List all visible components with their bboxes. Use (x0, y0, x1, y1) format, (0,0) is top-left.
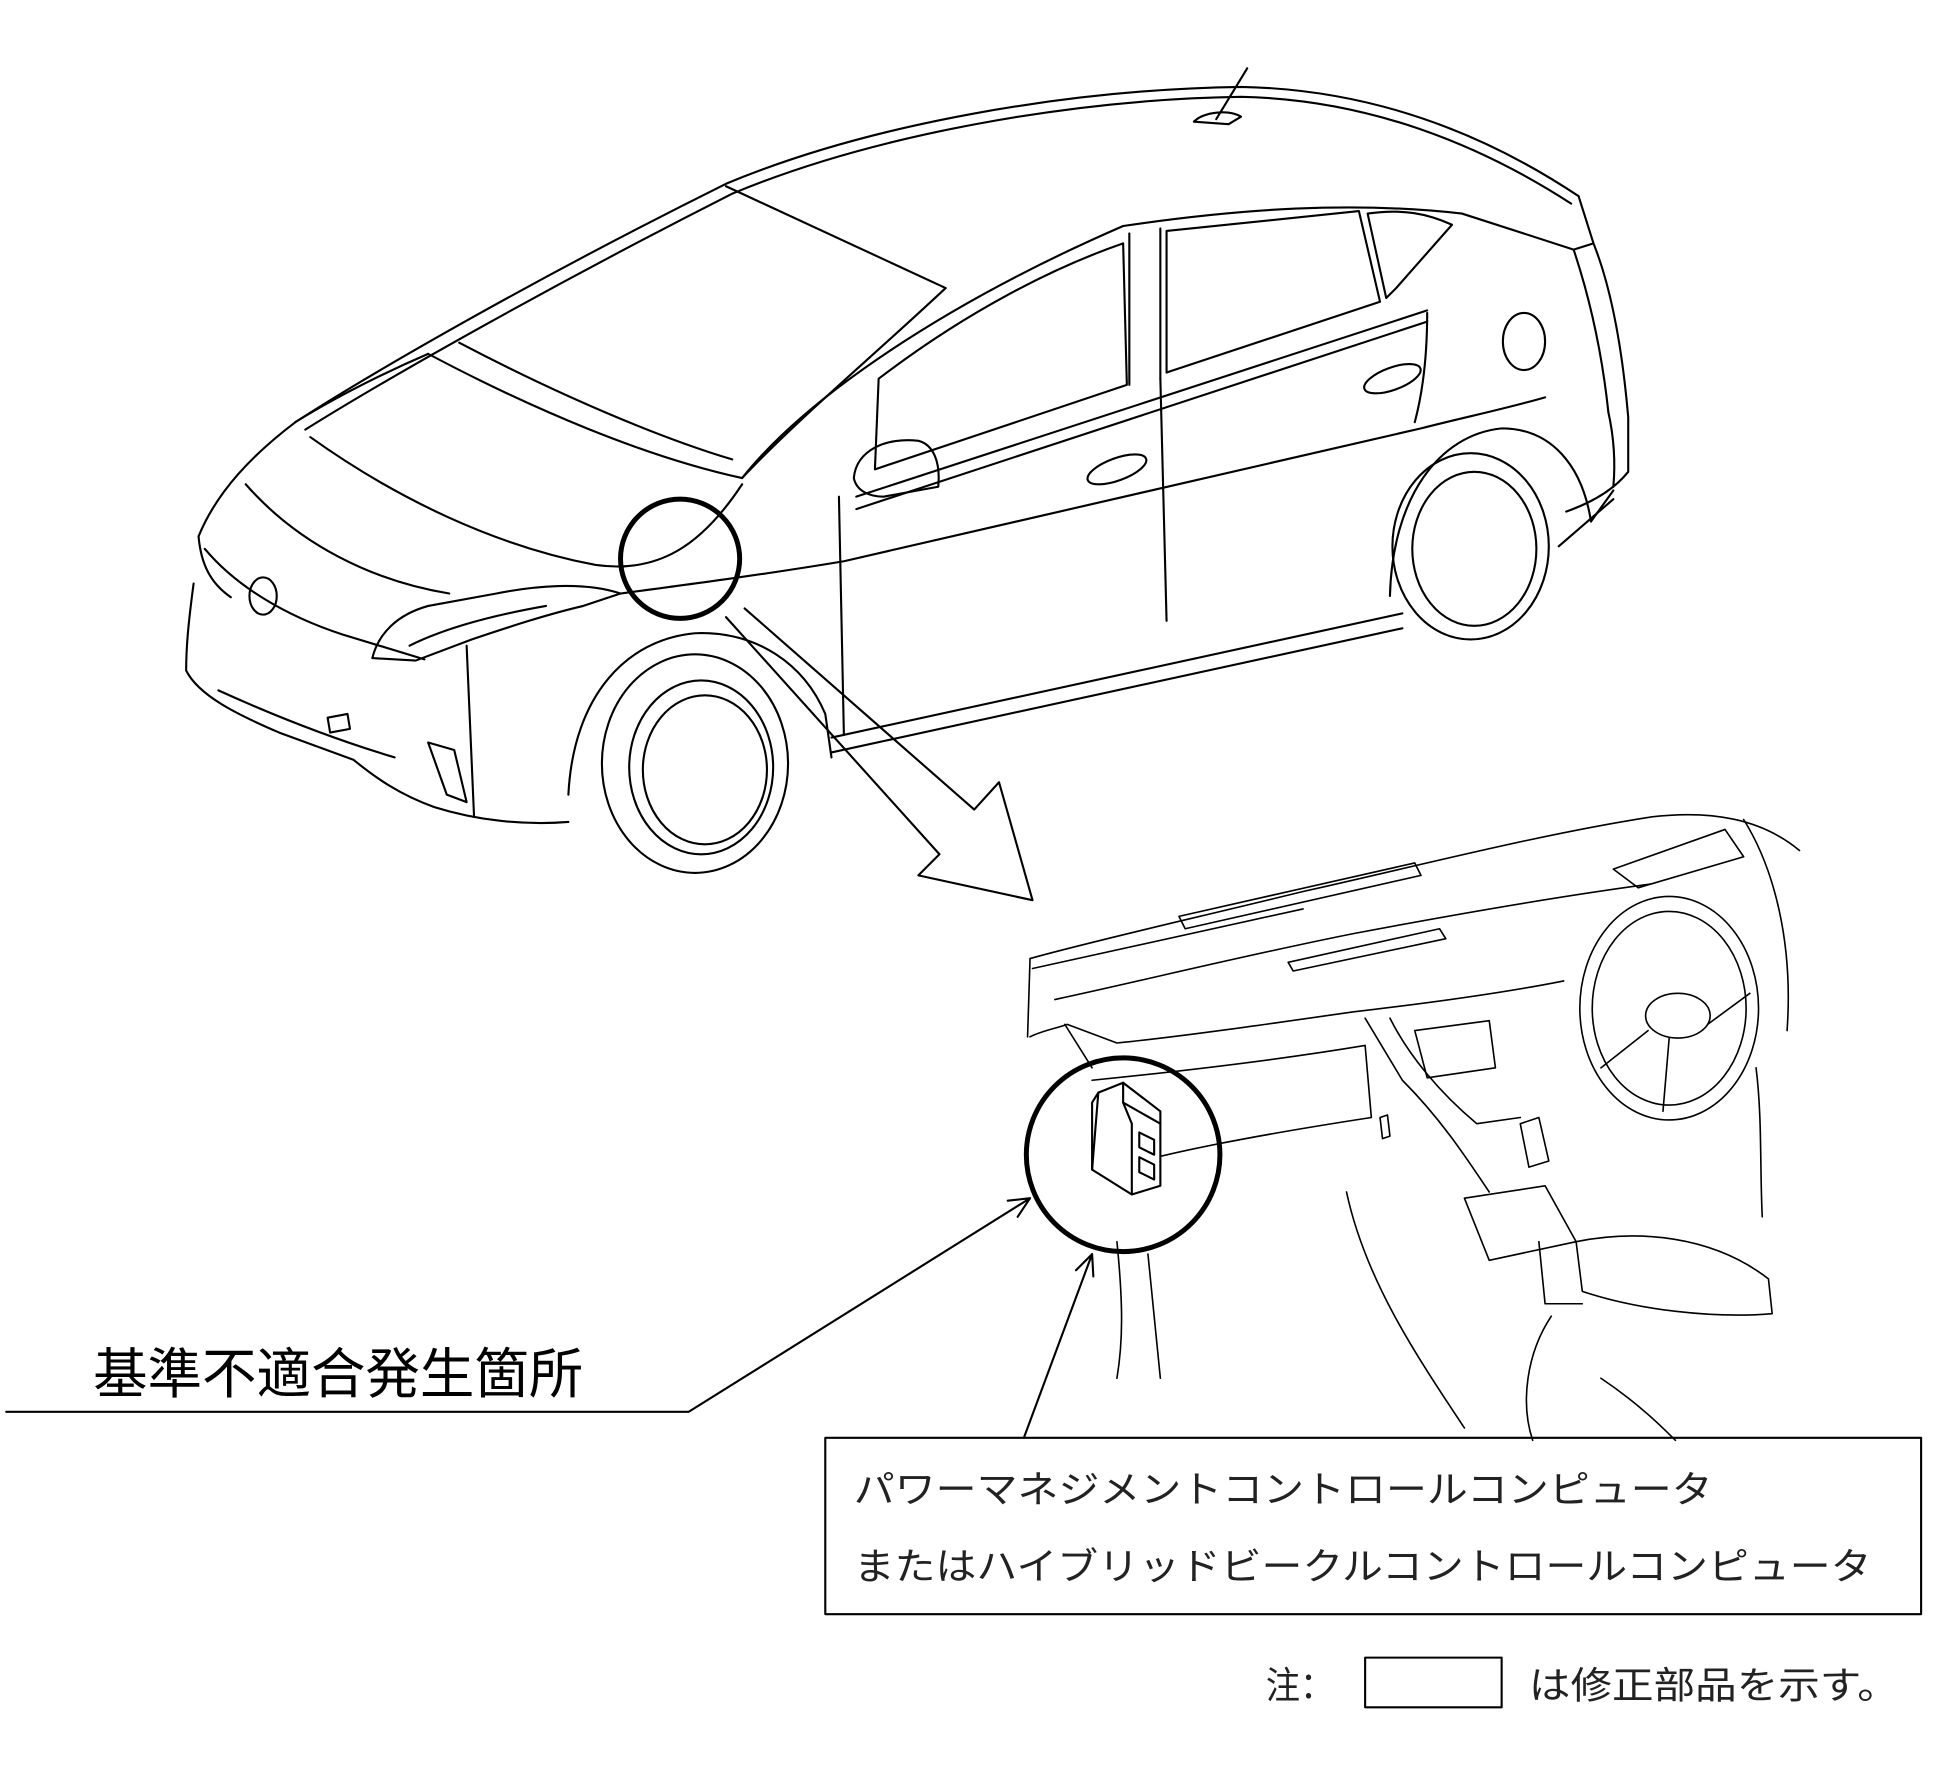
side-mirror (852, 439, 940, 498)
shift-lever (1519, 1116, 1550, 1168)
gauge-hood (1612, 828, 1745, 889)
ecu-location-circle (1023, 1055, 1223, 1255)
front-door-window (873, 242, 1128, 471)
glove-box (1091, 1044, 1373, 1162)
ecu-unit (1091, 1081, 1162, 1196)
headlight (371, 584, 622, 662)
note-legend-box (1364, 1656, 1503, 1709)
magnify-arrow (724, 607, 1034, 902)
defroster-vent (1178, 862, 1422, 930)
dashboard-illustration (1026, 813, 1801, 1442)
rear-door-handle (1363, 363, 1422, 395)
car-location-circle (618, 496, 743, 621)
rear-wheel (1391, 452, 1550, 641)
note-text: は修正部品を示す。 (1529, 1666, 1899, 1708)
part-name-line-2: またはハイブリッドビークルコントロールコンピュータ (854, 1546, 1872, 1588)
part-name-box (824, 1436, 1923, 1616)
fuel-door (1501, 311, 1547, 372)
front-door-handle (1086, 453, 1148, 486)
note-prefix: 注： (1266, 1666, 1334, 1708)
part-callout-arrow (1022, 1253, 1095, 1439)
location-label: 基準不適合発生箇所 (93, 1344, 583, 1405)
location-leader-line (5, 1197, 1032, 1413)
front-emblem (248, 576, 278, 616)
rear-door-window (1165, 210, 1382, 374)
steering-wheel (1579, 895, 1760, 1121)
antenna (1192, 67, 1249, 126)
part-name-line-1: パワーマネジメントコントロールコンピュータ (854, 1470, 1713, 1511)
car-illustration (185, 67, 1630, 874)
armrest (1575, 1235, 1773, 1316)
front-wheel (600, 653, 790, 874)
center-display (1413, 1019, 1497, 1079)
